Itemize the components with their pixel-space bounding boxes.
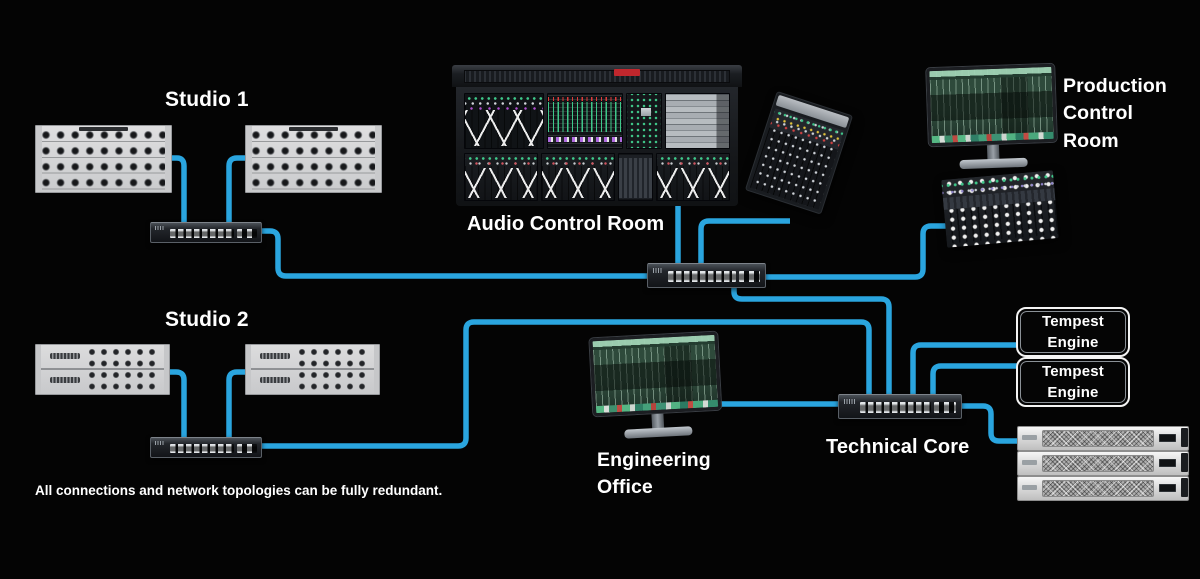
studio2-switch xyxy=(150,437,262,458)
tempest-engine-2: Tempest Engine xyxy=(1016,357,1130,407)
audio-control-room-label: Audio Control Room xyxy=(467,213,665,235)
switch-ports xyxy=(169,443,234,454)
switch-ports xyxy=(667,270,736,283)
engineering-monitor-screen xyxy=(589,331,722,417)
wire-studio2-stagebox-left-to-studio2-switch xyxy=(167,369,187,439)
pcr-touchscreen-monitor xyxy=(926,63,1058,172)
dsub-connector-strip xyxy=(50,353,80,359)
console-screen-row xyxy=(464,93,730,149)
dsub-connector-strip xyxy=(50,377,80,383)
rack-vent-grille xyxy=(1042,430,1154,447)
console-fader-bank xyxy=(464,153,539,201)
console-fader-bank xyxy=(655,153,730,201)
io-rack-unit-2 xyxy=(1017,451,1189,476)
stagebox-label-strip xyxy=(79,127,128,131)
rack-display xyxy=(1159,484,1176,492)
rack-display xyxy=(1159,434,1176,442)
rack-end-block xyxy=(1181,453,1188,472)
console-center-section xyxy=(626,93,662,149)
wire-acr-switch-to-pcr-fader-panel xyxy=(763,223,950,280)
console-fader-bank xyxy=(541,153,616,201)
switch-ports xyxy=(859,401,931,414)
console-meter-screen xyxy=(547,93,624,149)
studio1-switch xyxy=(150,222,262,243)
monitor-stand-base xyxy=(624,426,693,439)
switch-uplink-ports xyxy=(934,401,957,414)
rack-end-block xyxy=(1181,428,1188,447)
engineering-office-label: Engineering Office xyxy=(597,449,711,499)
wire-studio1-stagebox-left-to-studio1-switch xyxy=(170,155,187,224)
wire-studio1-switch-to-acr-switch xyxy=(260,228,648,279)
studio2-stagebox-right xyxy=(245,344,380,395)
wire-technical-core-switch-to-io-rack-stack xyxy=(959,403,1019,444)
audio-control-room-switch xyxy=(647,263,766,288)
tempest-engine-2-label: Tempest Engine xyxy=(1042,363,1104,401)
studio1-label: Studio 1 xyxy=(165,88,249,111)
xlr-connector-grid xyxy=(86,346,159,393)
wire-studio2-switch-to-technical-core-switch xyxy=(260,319,872,449)
wire-acr-remote-console-to-acr-switch xyxy=(698,218,790,265)
studio2-stagebox-left xyxy=(35,344,170,395)
rack-vent-grille xyxy=(1042,480,1154,497)
studio1-stagebox-right xyxy=(245,125,382,193)
console-fader-row xyxy=(464,153,730,201)
studio2-label: Studio 2 xyxy=(165,308,249,331)
tempest-engine-1: Tempest Engine xyxy=(1016,307,1130,357)
stagebox-label-strip xyxy=(289,127,338,131)
console-gui-screen xyxy=(664,93,730,149)
console-channel-screen xyxy=(464,93,545,149)
io-rack-unit-3 xyxy=(1017,476,1189,501)
redundancy-footnote: All connections and network topologies c… xyxy=(35,483,443,498)
studio1-stagebox-left xyxy=(35,125,172,193)
dsub-connector-strip xyxy=(260,353,290,359)
switch-ports xyxy=(169,228,234,239)
technical-core-switch xyxy=(838,394,962,419)
rack-end-block xyxy=(1181,478,1188,497)
wire-technical-core-switch-to-tempest-engine-2 xyxy=(930,363,1017,396)
wire-acr-switch-to-technical-core-switch xyxy=(731,285,892,396)
io-rack-unit-1 xyxy=(1017,426,1189,451)
wire-technical-core-switch-to-tempest-engine-1 xyxy=(910,342,1017,396)
switch-uplink-ports xyxy=(236,228,257,239)
xlr-connector-grid xyxy=(296,346,369,393)
switch-uplink-ports xyxy=(236,443,257,454)
rack-display xyxy=(1159,459,1176,467)
console-surface xyxy=(456,87,738,206)
engineering-touchscreen-monitor xyxy=(589,331,722,443)
tempest-engine-1-label: Tempest Engine xyxy=(1042,313,1104,351)
wire-studio1-stagebox-right-to-studio1-switch xyxy=(226,155,246,224)
audio-mixing-console xyxy=(452,65,742,206)
pcr-fader-panel xyxy=(941,170,1059,248)
switch-uplink-ports xyxy=(739,270,761,283)
technical-core-label: Technical Core xyxy=(826,436,970,458)
console-brand-badge xyxy=(614,69,641,76)
wire-studio2-stagebox-right-to-studio2-switch xyxy=(226,369,246,439)
monitor-stand-base xyxy=(959,157,1028,170)
console-meter-bridge xyxy=(452,65,742,87)
rack-vent-grille xyxy=(1042,455,1154,472)
console-master-section xyxy=(618,153,653,201)
production-control-room-label: Production Control Room xyxy=(1063,75,1167,152)
pcr-monitor-screen xyxy=(926,63,1057,147)
dsub-connector-strip xyxy=(260,377,290,383)
